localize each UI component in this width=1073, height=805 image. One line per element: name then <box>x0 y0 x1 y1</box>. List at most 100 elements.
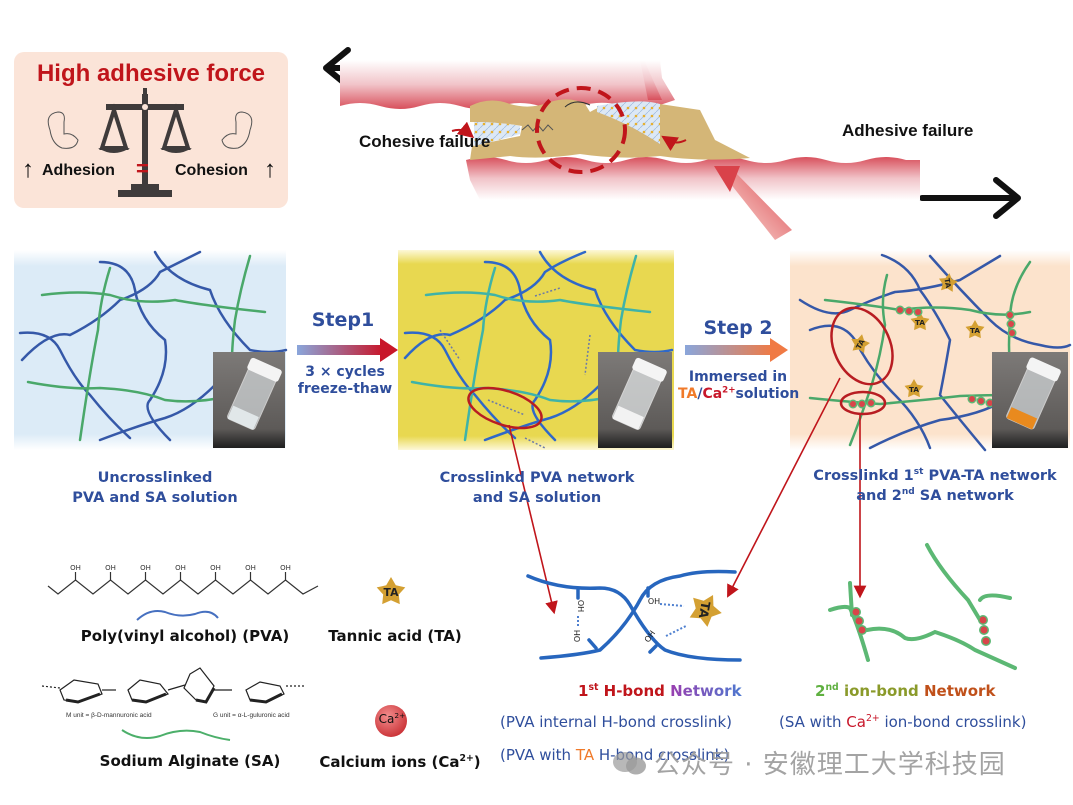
ca-ion-dot <box>852 608 860 616</box>
ca-legend-close: ) <box>473 753 481 771</box>
panel1-caption-line2: PVA and SA solution <box>72 490 238 506</box>
ca-ion-dot <box>987 400 993 406</box>
ca-legend-sup: 2+ <box>459 753 474 764</box>
step1-desc-line1: 3 × cycles <box>305 364 385 380</box>
ca-legend-ion-icon <box>375 705 407 737</box>
lower-tissue <box>466 157 920 200</box>
ca-ion-dot <box>979 616 987 624</box>
ca-ion-dot <box>850 401 856 407</box>
step2-ta-text: TA <box>678 386 698 402</box>
first-network-title: 1st H-bond Network <box>578 682 742 700</box>
pull-right-arrow-icon <box>919 177 1021 219</box>
ta-star-label: TA <box>384 586 400 599</box>
panel2-caption-line1: Crosslinkd PVA network <box>439 470 635 486</box>
panel-uncrosslinked-chains <box>18 250 288 442</box>
step2-desc-line2: TA/Ca2+solution <box>678 386 808 403</box>
step2-ca-text: Ca <box>702 386 723 402</box>
step2-arrow-bar <box>685 345 773 355</box>
adhesion-up-arrow: ↑ <box>22 156 34 183</box>
step2-ca-sup: 2+ <box>722 385 736 396</box>
second-network-word: Network <box>923 682 996 700</box>
panel3-caption: Crosslinkd 1st PVA-TA network and 2nd SA… <box>800 466 1070 506</box>
ta-star-label: TA <box>942 277 953 289</box>
ta-star-label: TA <box>970 326 980 335</box>
ca-ion-dot <box>978 398 984 404</box>
panel1-caption-line1: Uncrosslinked <box>97 470 213 486</box>
second-desc1-sup: 2+ <box>865 713 880 724</box>
wechat-logo-icon <box>613 751 646 774</box>
ta-crosslink-star-icon: TA <box>938 273 958 292</box>
oh-label: OH <box>140 564 151 572</box>
adhesion-label: Adhesion <box>42 162 115 179</box>
ta-crosslink-star-icon: TA <box>904 379 924 398</box>
second-desc1-a: (SA with <box>779 713 847 731</box>
ca-ion-dot <box>868 400 874 406</box>
step2-solution-text: solution <box>735 386 800 402</box>
panel2-caption-line2: and SA solution <box>472 490 602 506</box>
arrow-to-hbond-internal <box>508 424 558 615</box>
watermark: 公众号 · 安徽理工大学科技园 <box>612 744 1006 781</box>
failure-focus-ellipse <box>535 86 627 174</box>
step1-arrow-bar <box>297 345 383 355</box>
first-desc2-ta: TA <box>575 746 595 764</box>
pva-hbond-highlight-ellipse <box>467 386 543 430</box>
pva-legend-label: Poly(vinyl alcohol) (PVA) <box>80 627 290 645</box>
first-network-desc1: (PVA internal H-bond crosslink) <box>500 713 733 731</box>
oh-label: OH <box>210 564 221 572</box>
oh-label: OH <box>245 564 256 572</box>
hbond-network-detail <box>526 569 742 662</box>
oh-label: OH <box>175 564 186 572</box>
pva-hbond-links <box>439 287 591 449</box>
oh-label: OH <box>280 564 291 572</box>
ca-ion-dot <box>906 308 912 314</box>
g-unit-label: G unit = α-L-guluronic acid <box>213 712 290 719</box>
step2-slash: / <box>697 386 703 402</box>
panel3-line1-b: PVA-TA network <box>923 468 1057 484</box>
ta-legend-label: Tannic acid (TA) <box>328 627 462 645</box>
first-desc2-a: (PVA with <box>500 746 576 764</box>
panel3-caption-line2: and 2nd SA network <box>800 486 1070 506</box>
ta-star-label: TA <box>909 385 919 394</box>
ca-symbol-text: Ca <box>378 712 395 726</box>
ca-ion-dot <box>858 626 866 634</box>
panel-crosslinked-pva-chains <box>403 250 674 442</box>
vial-photo-clear <box>213 352 285 448</box>
watermark-text: 公众号 · 安徽理工大学科技园 <box>654 750 1006 780</box>
second-desc1-b: ion-bond crosslink) <box>879 713 1027 731</box>
step1-arrow-head <box>380 338 398 362</box>
first-sup: st <box>588 682 599 693</box>
panel3-line1-sup: st <box>913 467 924 478</box>
second-num: 2 <box>815 682 826 700</box>
ion-ca-clusters <box>851 607 991 646</box>
second-ionbond-text: ion-bond <box>838 682 924 700</box>
ca-highlight-ellipse <box>839 390 887 416</box>
ta-highlight-ellipse <box>830 306 894 386</box>
panel3-line2-sup: nd <box>901 487 915 498</box>
panel3-line1-a: Crosslinkd 1 <box>813 468 914 484</box>
cohesive-failure-label: Cohesive failure <box>359 132 491 151</box>
second-network-title: 2nd ion-bond Network <box>815 682 995 700</box>
oh-label: OH <box>573 630 582 642</box>
panel3-line2-b: SA network <box>914 488 1014 504</box>
panel3-caption-line1: Crosslinkd 1st PVA-TA network <box>800 466 1070 486</box>
panel3-line2-a: and 2 <box>856 488 902 504</box>
ca-ion-dot <box>982 637 990 645</box>
ta-star-label: TA <box>696 600 713 620</box>
step1-title: Step1 <box>311 309 375 331</box>
cohesive-failure-zone <box>474 122 520 146</box>
ca-symbol-sup: 2+ <box>394 711 406 720</box>
second-desc1-ca: Ca <box>846 713 866 731</box>
ta-legend-star-icon: TA <box>376 577 406 605</box>
sa-chain-symbol <box>121 729 231 741</box>
arrow-to-hbond-ta <box>727 377 841 598</box>
ca-ion-dot <box>1007 312 1013 318</box>
pva-structure <box>47 579 319 595</box>
ca-ion-dot <box>980 626 988 634</box>
ca-ion-dot <box>1009 330 1015 336</box>
equals-sign: = <box>136 156 149 181</box>
hbond-dashes <box>577 603 687 637</box>
